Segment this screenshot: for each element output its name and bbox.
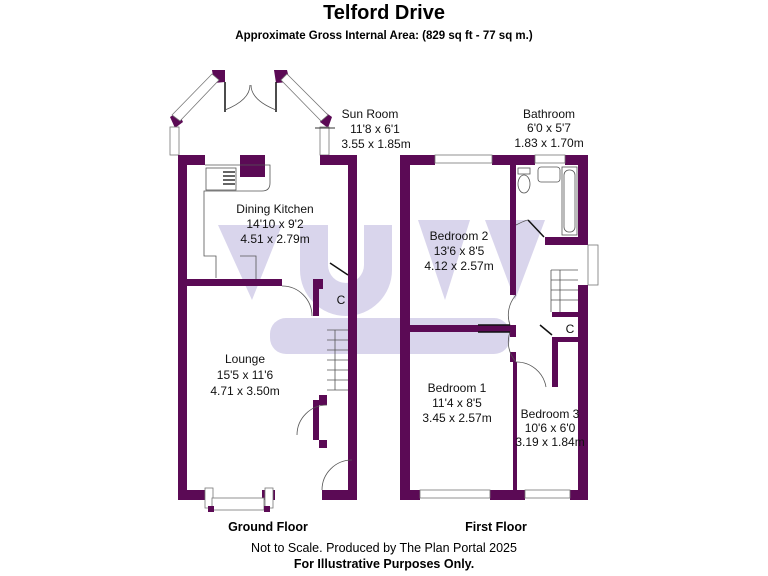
ground-floor-plan [169, 70, 357, 512]
room-name: Sun Room [342, 107, 399, 121]
bedroom3-label: Bedroom 3 10'6 x 6'0 3.19 x 1.84m [515, 407, 584, 449]
room-imperial: 14'10 x 9'2 [246, 217, 304, 231]
illustrative-note: For Illustrative Purposes Only. [293, 557, 475, 571]
bath-icon [561, 166, 578, 236]
kitchen-hob-icon [223, 171, 235, 185]
ground-cupboard-label: C [337, 293, 346, 307]
plan-title: Telford Drive [323, 2, 445, 24]
room-name: Bedroom 3 [521, 407, 580, 421]
room-metric: 4.71 x 3.50m [210, 384, 279, 398]
basin-icon [537, 166, 561, 183]
room-metric: 4.12 x 2.57m [424, 259, 493, 273]
room-metric: 1.83 x 1.70m [514, 136, 583, 150]
room-name: Bedroom 1 [428, 381, 487, 395]
room-imperial: 11'8 x 6'1 [350, 122, 400, 136]
room-name: Lounge [225, 352, 265, 366]
dining-kitchen-label: Dining Kitchen 14'10 x 9'2 4.51 x 2.79m [236, 202, 313, 246]
room-imperial: 13'6 x 8'5 [434, 244, 485, 258]
room-metric: 4.51 x 2.79m [240, 232, 309, 246]
room-imperial: 11'4 x 8'5 [432, 396, 482, 410]
bedroom2-label: Bedroom 2 13'6 x 8'5 4.12 x 2.57m [424, 229, 493, 273]
bathroom-label: Bathroom 6'0 x 5'7 1.83 x 1.70m [514, 107, 583, 150]
bedroom1-label: Bedroom 1 11'4 x 8'5 3.45 x 2.57m [422, 381, 491, 425]
room-name: Bathroom [523, 107, 575, 121]
first-floor-plan [400, 154, 599, 500]
first-floor-label: First Floor [465, 520, 527, 534]
toilet-icon [517, 167, 531, 194]
room-metric: 3.45 x 2.57m [422, 411, 491, 425]
room-imperial: 10'6 x 6'0 [525, 421, 576, 435]
room-imperial: 15'5 x 11'6 [217, 368, 274, 382]
room-metric: 3.55 x 1.85m [341, 137, 410, 151]
room-metric: 3.19 x 1.84m [515, 435, 584, 449]
first-cupboard-label: C [566, 322, 575, 336]
room-imperial: 6'0 x 5'7 [527, 121, 571, 135]
scale-note: Not to Scale. Produced by The Plan Porta… [251, 541, 517, 555]
sun-room-label: Sun Room 11'8 x 6'1 3.55 x 1.85m [315, 107, 411, 151]
lounge-label: Lounge 15'5 x 11'6 4.71 x 3.50m [210, 352, 279, 398]
room-name: Dining Kitchen [236, 202, 313, 216]
gross-area: Approximate Gross Internal Area: (829 sq… [235, 30, 533, 42]
ground-floor-label: Ground Floor [228, 520, 308, 534]
room-name: Bedroom 2 [430, 229, 489, 243]
